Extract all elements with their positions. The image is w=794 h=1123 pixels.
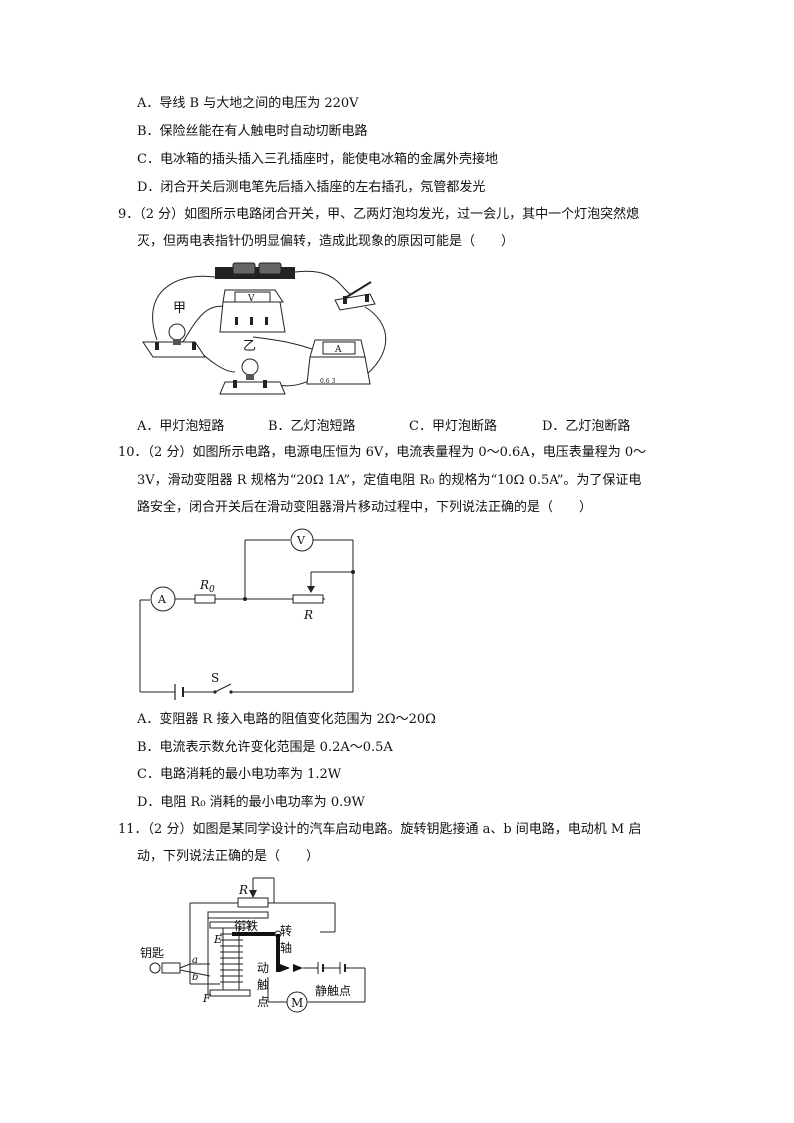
- q11-moving-1: 动: [257, 961, 269, 975]
- q9-option-d: D．乙灯泡断路: [542, 419, 631, 434]
- q9-option-b: B．乙灯泡短路: [268, 419, 356, 434]
- q11-e-label: E: [213, 933, 222, 946]
- q11-static-label: 静触点: [315, 984, 351, 998]
- q11-pivot-1: 转: [280, 923, 292, 938]
- q8-option-a: A．导线 B 与大地之间的电压为 220V: [137, 96, 359, 111]
- q11-b-label: b: [192, 972, 198, 983]
- q11-stem-line-2: 动，下列说法正确的是（ ）: [137, 849, 320, 864]
- q11-motor-label: M: [291, 996, 303, 1010]
- q8-option-b: B．保险丝能在有人触电时自动切断电路: [137, 124, 368, 139]
- q9-option-a: A．甲灯泡短路: [137, 419, 225, 434]
- q10-voltmeter-label: V: [296, 534, 306, 547]
- q9-ammeter-label: A: [334, 345, 342, 355]
- q9-label-jia: 甲: [173, 301, 186, 316]
- q10-r-label: R: [303, 608, 313, 622]
- q9-options-row: A．甲灯泡短路 B．乙灯泡短路 C．甲灯泡断路 D．乙灯泡断路: [137, 415, 677, 434]
- q11-armature-label: 衔铁: [234, 919, 258, 933]
- q10-circuit-figure: S A R0 R V: [139, 528, 355, 700]
- q10-stem-line-3: 路安全，闭合开关后在滑动变阻器滑片移动过程中，下列说法正确的是（ ）: [137, 500, 593, 515]
- q9-voltmeter-label: V: [247, 294, 255, 304]
- q10-r0-label: R0: [199, 578, 215, 595]
- q10-stem-line-2: 3V，滑动变阻器 R 规格为“20Ω 1A”，定值电阻 R₀ 的规格为“10Ω …: [137, 473, 642, 488]
- q11-f-label: F: [202, 992, 211, 1005]
- q8-option-d: D．闭合开关后测电笔先后插入插座的左右插孔，氖管都发光: [137, 180, 486, 195]
- q11-stem-line-1: 11．（2 分）如图是某同学设计的汽车启动电路。旋转钥匙接通 a、b 间电路，电…: [118, 822, 642, 837]
- q11-a-label: a: [192, 955, 198, 966]
- q10-option-c: C．电路消耗的最小电功率为 1.2W: [137, 767, 342, 782]
- q11-moving-2: 触: [257, 978, 269, 992]
- q9-label-yi: 乙: [243, 339, 256, 354]
- q10-option-a: A．变阻器 R 接入电路的阻值变化范围为 2Ω～20Ω: [137, 712, 436, 727]
- q8-option-c: C．电冰箱的插头插入三孔插座时，能使电冰箱的金属外壳接地: [137, 152, 498, 167]
- q11-r-label: R: [238, 883, 248, 897]
- q9-ammeter-scale: 0.6 3: [320, 378, 335, 385]
- q11-pivot-2: 轴: [280, 940, 292, 955]
- q11-circuit-figure: R E F 衔铁 转 轴 静触点 M 动 触 点 钥匙 a b: [140, 877, 366, 1013]
- q11-key-label: 钥匙: [140, 946, 164, 960]
- q9-stem-line-2: 灭，但两电表指针仍明显偏转，造成此现象的原因可能是（ ）: [137, 234, 515, 249]
- q11-moving-3: 点: [257, 995, 269, 1009]
- q9-circuit-figure: 甲 V 乙 A 0.6 3: [142, 262, 387, 395]
- q10-option-d: D．电阻 R₀ 消耗的最小电功率为 0.9W: [137, 795, 365, 810]
- q10-stem-line-1: 10．（2 分）如图所示电路，电源电压恒为 6V，电流表量程为 0～0.6A，电…: [118, 445, 647, 460]
- q9-option-c: C．甲灯泡断路: [409, 419, 497, 434]
- q10-option-b: B．电流表示数允许变化范围是 0.2A～0.5A: [137, 740, 393, 755]
- q10-ammeter-label: A: [157, 593, 167, 606]
- q9-stem-line-1: 9．（2 分）如图所示电路闭合开关，甲、乙两灯泡均发光，过一会儿，其中一个灯泡突…: [118, 207, 640, 222]
- q10-switch-label: S: [211, 671, 219, 685]
